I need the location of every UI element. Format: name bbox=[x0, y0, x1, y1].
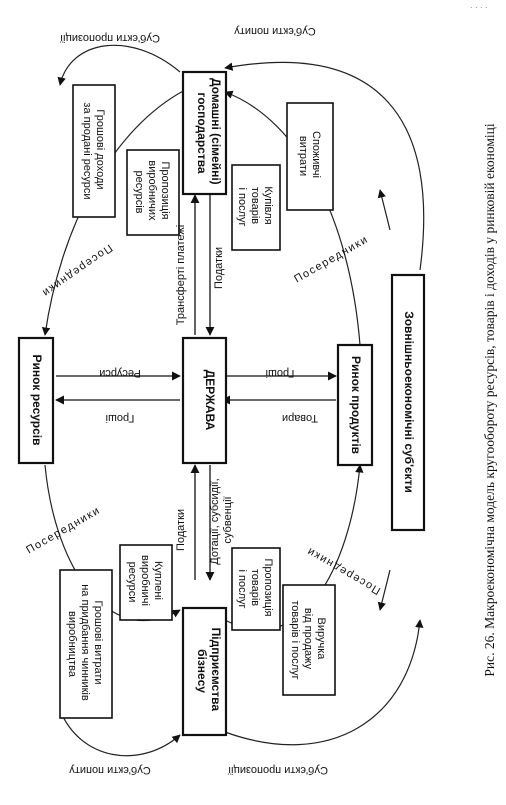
product-market-node: Ринок продуктів bbox=[336, 343, 374, 467]
scan-smudge: . . . . bbox=[470, 0, 488, 10]
state-label: ДЕРЖАВА bbox=[203, 370, 217, 431]
intermediaries-label-bl: Посередники bbox=[24, 504, 103, 556]
taxes-top-label: Податки bbox=[213, 247, 225, 289]
supply-subjects-label-bottom: Суб'єкти пропозиції bbox=[228, 764, 328, 776]
business-node: Підприємства бізнесу bbox=[181, 606, 228, 737]
money-right-label: Гроші bbox=[266, 367, 295, 379]
svg-text:Споживчі витрати: Споживчі витрати bbox=[297, 131, 322, 181]
external-subjects-node: Зовнішньоекономічні суб'єкти bbox=[390, 273, 426, 532]
resource-market-node: Ринок ресурсів bbox=[17, 336, 55, 465]
consumer-spending-box: Споживчі витрати bbox=[286, 102, 334, 211]
business-label-1: Підприємства bbox=[209, 628, 223, 712]
bought-resources-box: Куплені виробничі ресурси bbox=[119, 544, 173, 621]
supply-subjects-label-top: Суб'єкти пропозиції bbox=[60, 32, 160, 44]
subsidies-label: Дотації, субсидії, bbox=[209, 478, 221, 564]
demand-subjects-label-top: Суб'єкти попиту bbox=[234, 25, 316, 37]
purchase-goods-box: Купівля товарів і послуг bbox=[231, 164, 281, 251]
figure-caption: Рис. 26. Макроекономічна модель кругообо… bbox=[482, 123, 497, 676]
business-label-2: бізнесу bbox=[195, 649, 209, 693]
external-arrow-bottom bbox=[377, 569, 391, 611]
svg-text:Грошові витрати на придб: Грошові витрати на придбання чинників ви… bbox=[66, 584, 104, 704]
outer-arc-bottom bbox=[59, 709, 181, 757]
intermediaries-label-tl: Посередники bbox=[39, 242, 114, 300]
svg-text:Дотації, субсидії, субвенц: Дотації, субсидії, субвенції bbox=[209, 475, 234, 564]
money-left-label: Гроші bbox=[106, 412, 135, 424]
svg-text:Куплені виробничі: Куплені виробничі ресурси bbox=[126, 555, 164, 609]
product-market-label: Ринок продуктів bbox=[349, 356, 363, 454]
transfer-payments-label: Трансферті платежі bbox=[175, 225, 187, 325]
svg-text:Виручка від продажу: Виручка від продажу товарів і послуг bbox=[289, 600, 327, 679]
external-arrow-top bbox=[377, 189, 391, 231]
subventions-label: субвенції bbox=[222, 496, 234, 543]
goods-label: Товари bbox=[282, 412, 318, 424]
svg-text:Підприємства бізнесу: Підприємства бізнесу bbox=[195, 628, 223, 715]
demand-subjects-label-bottom: Суб'єкти попиту bbox=[69, 764, 151, 776]
resource-market-label: Ринок ресурсів bbox=[30, 354, 44, 445]
revenue-sales-box: Виручка від продажу товарів і послуг bbox=[282, 584, 336, 696]
intermediaries-label-tr: Посередники bbox=[292, 233, 371, 285]
outer-arc-top-right bbox=[224, 61, 425, 271]
state-node: ДЕРЖАВА bbox=[181, 336, 228, 465]
svg-text:Домашні (сімейні) господ: Домашні (сімейні) господарства bbox=[195, 78, 223, 188]
external-subjects-label: Зовнішньоекономічні суб'єкти bbox=[402, 311, 416, 493]
income-for-resources-box: Грошові доходи за продані ресурси bbox=[72, 84, 116, 218]
resources-label: Ресурси bbox=[99, 367, 141, 379]
costs-factors-box: Грошові витрати на придбання чинників ви… bbox=[59, 569, 113, 719]
households-label-1: Домашні (сімейні) bbox=[209, 78, 223, 185]
svg-text:Пропозиція товарів: Пропозиція товарів і послуг bbox=[236, 558, 274, 619]
taxes-bottom-label: Податки bbox=[175, 509, 187, 551]
outer-arc-top bbox=[57, 44, 181, 86]
households-label-2: господарства bbox=[195, 92, 209, 173]
households-node: Домашні (сімейні) господарства bbox=[181, 70, 228, 196]
supply-resources-box: Пропозиція виробничих ресурсів bbox=[126, 149, 180, 236]
supply-goods-box: Пропозиція товарів і послуг bbox=[231, 547, 281, 631]
svg-text:Купівля товарів і: Купівля товарів і послуг bbox=[236, 186, 274, 227]
svg-text:Грошові доходи за продан: Грошові доходи за продані ресурси bbox=[81, 102, 106, 199]
outer-arc-bottom-right bbox=[224, 619, 424, 746]
svg-text:Пропозиція виробничих: Пропозиція виробничих ресурсів bbox=[133, 160, 171, 223]
